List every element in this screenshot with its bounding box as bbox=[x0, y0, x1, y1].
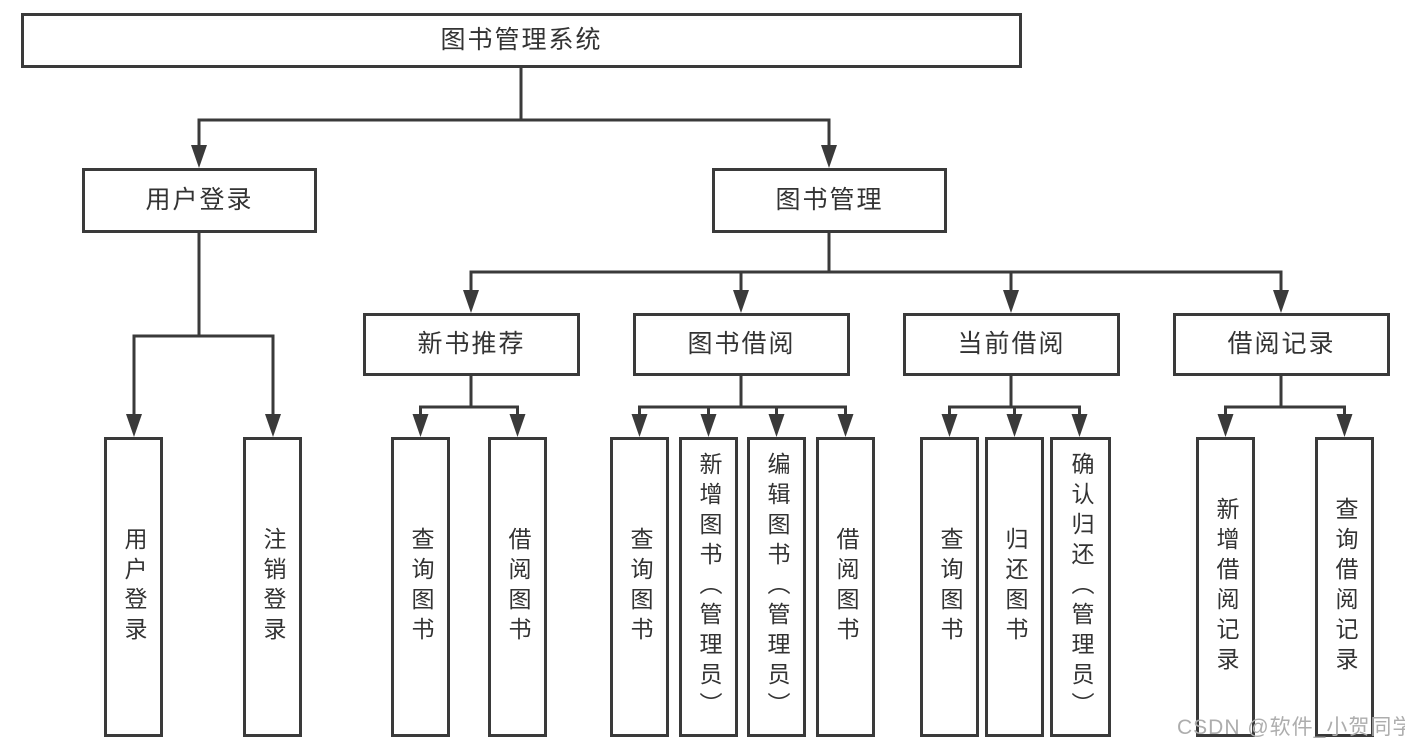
arrow-down-icon bbox=[821, 145, 837, 168]
arrow-down-icon bbox=[191, 145, 207, 168]
connector-book-borrow-children bbox=[631, 376, 854, 437]
arrow-down-icon bbox=[412, 414, 429, 437]
arrow-down-icon bbox=[700, 414, 717, 437]
node-book-management: 图书管理 bbox=[712, 168, 947, 233]
leaf-current-return-book: 归还图书 bbox=[985, 437, 1044, 737]
connector-book-management-children bbox=[463, 233, 1289, 313]
leaf-records-add-record: 新增借阅记录 bbox=[1196, 437, 1255, 737]
arrow-down-icon bbox=[1003, 290, 1019, 313]
leaf-newbook-borrow-book: 借阅图书 bbox=[488, 437, 547, 737]
watermark: CSDN @软件_小贺同学 bbox=[1177, 716, 1405, 739]
arrow-down-icon bbox=[509, 414, 526, 437]
leaf-borrow-add-book-admin: 新增图书（管理员） bbox=[679, 437, 738, 737]
leaf-user-login: 用户登录 bbox=[104, 437, 163, 737]
connector-new-book-children bbox=[412, 376, 526, 437]
arrow-down-icon bbox=[837, 414, 854, 437]
leaf-logout: 注销登录 bbox=[243, 437, 302, 737]
connector-user-login-children bbox=[126, 233, 281, 437]
arrow-down-icon bbox=[265, 414, 281, 437]
node-user-login: 用户登录 bbox=[82, 168, 317, 233]
node-borrow-records: 借阅记录 bbox=[1173, 313, 1390, 376]
connector-line bbox=[1224, 376, 1346, 419]
node-new-book-recommend: 新书推荐 bbox=[363, 313, 580, 376]
leaf-current-confirm-return-admin: 确认归还（管理员） bbox=[1050, 437, 1111, 737]
connector-root-to-level2 bbox=[191, 68, 837, 168]
arrow-down-icon bbox=[1217, 414, 1234, 437]
connector-line bbox=[132, 233, 275, 419]
leaf-newbook-query-book: 查询图书 bbox=[391, 437, 450, 737]
connector-borrow-records-children bbox=[1217, 376, 1353, 437]
connector-line bbox=[638, 376, 847, 419]
connector-line bbox=[197, 68, 831, 150]
leaf-records-query-record: 查询借阅记录 bbox=[1315, 437, 1374, 737]
connector-line bbox=[469, 233, 1283, 295]
node-current-borrow: 当前借阅 bbox=[903, 313, 1120, 376]
arrow-down-icon bbox=[768, 414, 785, 437]
leaf-borrow-edit-book-admin: 编辑图书（管理员） bbox=[747, 437, 806, 737]
leaf-current-query-book: 查询图书 bbox=[920, 437, 979, 737]
arrow-down-icon bbox=[1273, 290, 1289, 313]
arrow-down-icon bbox=[126, 414, 142, 437]
leaf-borrow-borrow-book: 借阅图书 bbox=[816, 437, 875, 737]
connector-line bbox=[948, 376, 1081, 419]
arrow-down-icon bbox=[463, 290, 479, 313]
connector-current-borrow-children bbox=[941, 376, 1088, 437]
arrow-down-icon bbox=[941, 414, 958, 437]
connector-line bbox=[419, 376, 519, 419]
arrow-down-icon bbox=[1336, 414, 1353, 437]
arrow-down-icon bbox=[631, 414, 648, 437]
arrow-down-icon bbox=[1071, 414, 1088, 437]
arrow-down-icon bbox=[1006, 414, 1023, 437]
node-book-borrow: 图书借阅 bbox=[633, 313, 850, 376]
arrow-down-icon bbox=[733, 290, 749, 313]
node-root: 图书管理系统 bbox=[21, 13, 1022, 68]
leaf-borrow-query-book: 查询图书 bbox=[610, 437, 669, 737]
